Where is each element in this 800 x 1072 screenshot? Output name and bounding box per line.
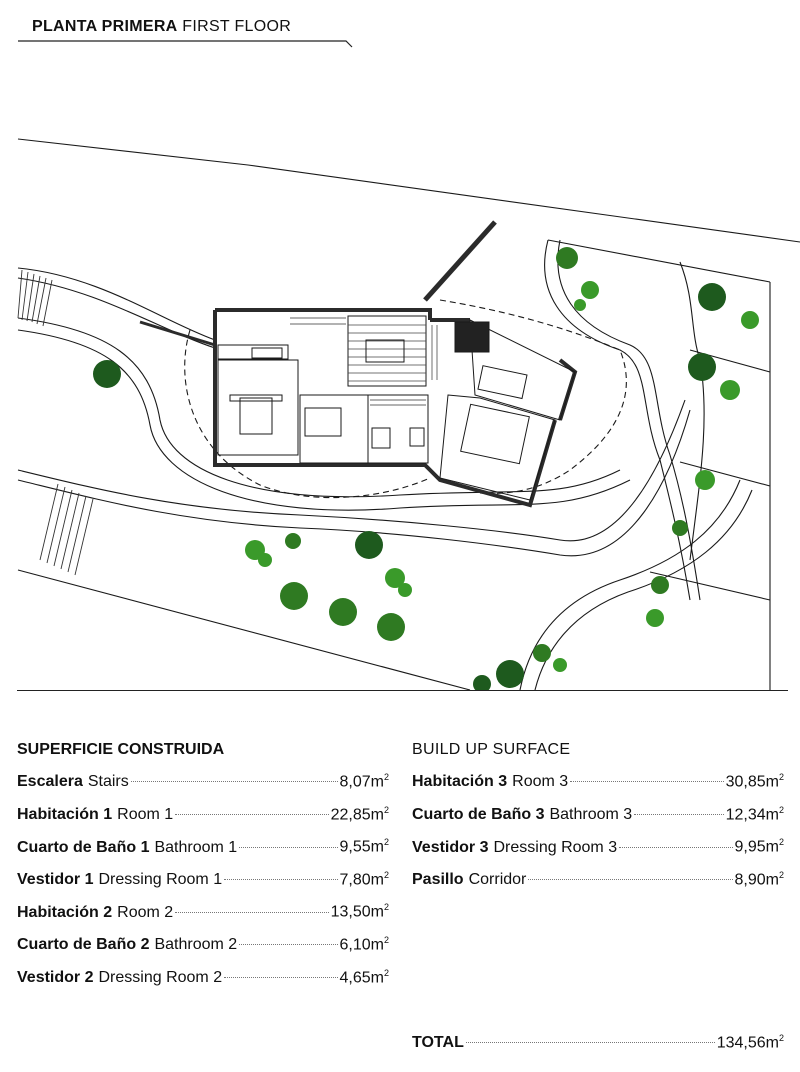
leader-dots (619, 846, 733, 848)
area-value: 13,50m2 (330, 902, 389, 921)
room-name-en: Room 3 (512, 773, 569, 791)
area-value: 8,90m2 (734, 869, 784, 889)
trees (93, 247, 759, 690)
room-name-en: Bathroom 2 (154, 936, 238, 954)
stairs (348, 324, 426, 382)
total-value: 134,56m2 (716, 1033, 784, 1052)
total-label: TOTAL (412, 1034, 464, 1052)
total-row: TOTAL 134,56m2 (412, 1033, 784, 1052)
path-band-5 (679, 261, 705, 561)
room-name-en: Dressing Room 2 (98, 968, 223, 986)
room-name-en: Bathroom 1 (154, 838, 238, 856)
room-name-es: Cuarto de Baño 2 (17, 936, 150, 954)
area-value: 22,85m2 (330, 804, 389, 823)
surface-row: Cuarto de Baño 3 Bathroom 3 12,34m2 (412, 805, 784, 838)
room-name-en: Stairs (87, 773, 129, 791)
garden-steps (17, 269, 94, 576)
surface-row: Vestidor 2 Dressing Room 2 4,65m2 (17, 968, 389, 1001)
leader-dots (528, 879, 733, 881)
surface-row: Vestidor 1 Dressing Room 1 7,80m2 (17, 870, 389, 903)
upper-garden-edge (547, 239, 771, 283)
leader-dots (175, 813, 329, 815)
path-band-3 (17, 399, 686, 542)
leader-dots (175, 911, 329, 913)
leader-dots (224, 976, 338, 978)
area-value: 6,10m2 (339, 934, 389, 954)
area-value: 8,07m2 (339, 772, 389, 791)
surface-title-en: BUILD UP SURFACE (412, 741, 571, 758)
surface-title-es: SUPERFICIE CONSTRUIDA (17, 741, 225, 758)
surface-row: Cuarto de Baño 2 Bathroom 2 6,10m2 (17, 935, 389, 968)
room-name-es: Habitación 2 (17, 903, 113, 921)
bed-room-1 (239, 397, 273, 435)
room-name-en: Room 2 (117, 903, 174, 921)
room-name-es: Cuarto de Baño 1 (17, 838, 150, 856)
area-value: 7,80m2 (339, 869, 389, 889)
surface-row: Cuarto de Baño 1 Bathroom 1 9,55m2 (17, 837, 389, 870)
surface-row: Habitación 3 Room 3 30,85m2 (412, 772, 784, 805)
bed-room-3 (460, 403, 530, 465)
roof-outline-right (439, 299, 627, 494)
path-band-1 (17, 267, 216, 341)
leader-dots (239, 944, 338, 946)
bed-room-2 (304, 407, 342, 437)
room-name-en: Dressing Room 1 (98, 871, 223, 889)
room-name-en: Corridor (468, 871, 527, 889)
room-name-en: Room 1 (117, 805, 174, 823)
area-value: 30,85m2 (725, 772, 784, 791)
roof-outline-left (184, 329, 431, 499)
room-name-en: Bathroom 3 (549, 805, 633, 823)
header-title-es: PLANTA PRIMERA (32, 18, 178, 35)
room-name-es: Vestidor 3 (412, 838, 489, 856)
room-name-es: Escalera (17, 773, 83, 791)
interior-walls (217, 315, 576, 501)
leader-dots (570, 781, 724, 783)
leader-dots (224, 879, 338, 881)
surface-row: Escalera Stairs 8,07m2 (17, 772, 389, 805)
area-value: 9,55m2 (339, 837, 389, 856)
section-divider (17, 690, 788, 691)
header-underline (18, 40, 353, 48)
path-band-2 (17, 317, 621, 498)
floor-plan (17, 138, 800, 690)
path-band-6 (519, 479, 741, 690)
surface-row: Pasillo Corridor 8,90m2 (412, 870, 784, 903)
room-name-es: Cuarto de Baño 3 (412, 805, 545, 823)
area-value: 9,95m2 (734, 837, 784, 856)
leader-dots (634, 813, 724, 815)
path-band-4 (544, 239, 691, 601)
room-name-es: Vestidor 1 (17, 871, 94, 889)
room-name-es: Habitación 1 (17, 805, 113, 823)
surface-row: Habitación 2 Room 2 13,50m2 (17, 902, 389, 935)
site-boundary-top (17, 138, 800, 243)
leader-dots (130, 781, 338, 783)
room-name-es: Pasillo (412, 871, 464, 889)
site-boundary-bottom (17, 569, 471, 690)
surface-row: Vestidor 3 Dressing Room 3 9,95m2 (412, 837, 784, 870)
leader-dots (239, 846, 338, 848)
surface-list-left: Escalera Stairs 8,07m2 Habitación 1 Room… (17, 772, 389, 1000)
room-name-en: Dressing Room 3 (493, 838, 618, 856)
header-title-en: FIRST FLOOR (182, 18, 292, 35)
surface-list-right: Habitación 3 Room 3 30,85m2 Cuarto de Ba… (412, 772, 784, 902)
room-name-es: Habitación 3 (412, 773, 508, 791)
area-value: 12,34m2 (725, 804, 784, 823)
room-name-es: Vestidor 2 (17, 968, 94, 986)
plan-header: PLANTA PRIMERA FIRST FLOOR (32, 18, 291, 36)
leader-dots (465, 1042, 715, 1044)
building-walls (139, 220, 578, 508)
area-value: 4,65m2 (339, 967, 389, 986)
surface-row: Habitación 1 Room 1 22,85m2 (17, 805, 389, 838)
